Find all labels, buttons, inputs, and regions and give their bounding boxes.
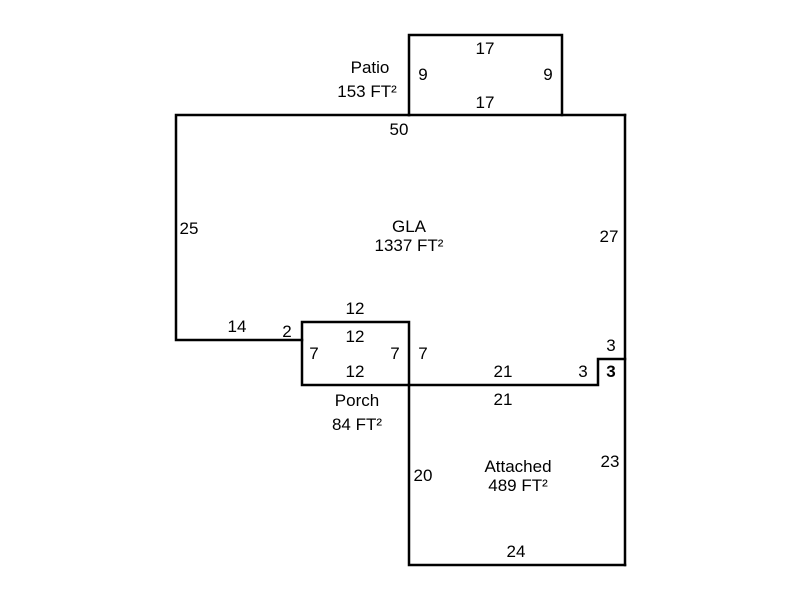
dim-gla-top: 50	[390, 120, 409, 139]
dim-porch-left: 7	[309, 344, 318, 363]
dim-gla-right: 27	[600, 227, 619, 246]
gla-area: 1337 FT²	[375, 236, 444, 255]
dim-attached-notch: 3	[606, 362, 615, 381]
patio-area: 153 FT²	[337, 82, 397, 101]
attached-area: 489 FT²	[488, 476, 548, 495]
attached-name: Attached	[484, 457, 551, 476]
dim-patio-right: 9	[543, 65, 552, 84]
attached-outline	[407, 383, 627, 567]
dim-gla-notch-width: 3	[578, 362, 587, 381]
dim-porch-bottom: 12	[346, 362, 365, 381]
dim-porch-top: 12	[346, 327, 365, 346]
dim-attached-top: 21	[494, 390, 513, 409]
dim-gla-bottom-left: 14	[228, 317, 247, 336]
dim-attached-left: 20	[414, 466, 433, 485]
dim-attached-bottom: 24	[507, 542, 526, 561]
porch-area: 84 FT²	[332, 415, 382, 434]
patio-name: Patio	[351, 58, 390, 77]
dim-gla-step-right: 7	[418, 344, 427, 363]
dim-gla-notch-height: 3	[606, 336, 615, 355]
porch-outline	[300, 320, 411, 387]
gla-outline	[174, 113, 411, 342]
gla-name: GLA	[392, 217, 427, 236]
gla-bottom-notch	[407, 357, 627, 387]
dim-gla-bottom-mid: 21	[494, 362, 513, 381]
dim-attached-right: 23	[601, 452, 620, 471]
dim-gla-step-small: 2	[282, 322, 291, 341]
dim-patio-left: 9	[418, 65, 427, 84]
dim-gla-left: 25	[180, 219, 199, 238]
dim-patio-bottom: 17	[476, 93, 495, 112]
dim-porch-top-outer: 12	[346, 299, 365, 318]
dim-patio-top: 17	[476, 39, 495, 58]
porch-name: Porch	[335, 391, 379, 410]
patio-outline	[407, 33, 564, 117]
dim-porch-right: 7	[390, 344, 399, 363]
